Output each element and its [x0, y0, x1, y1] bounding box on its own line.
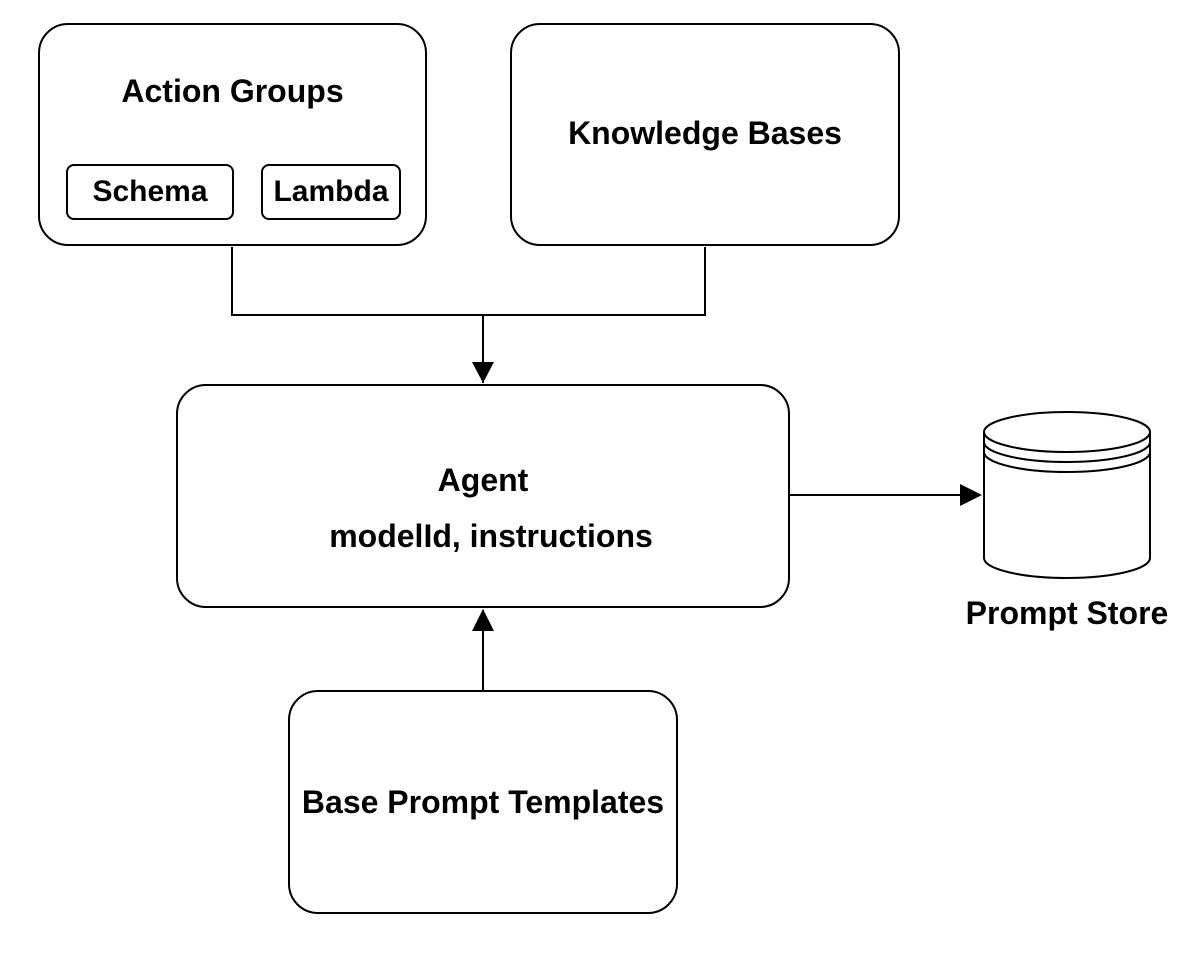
action-groups-box[interactable]: Action Groups Schema Lambda: [38, 23, 427, 246]
base-prompt-templates-title: Base Prompt Templates: [301, 784, 665, 820]
arrow-into-agent-top: [472, 362, 494, 383]
prompt-store-label: Prompt Store: [965, 595, 1169, 631]
base-prompt-templates-box[interactable]: Base Prompt Templates: [288, 690, 678, 914]
agent-subtitle: modelId, instructions: [329, 518, 653, 554]
knowledge-bases-box[interactable]: Knowledge Bases: [510, 23, 900, 246]
edge-knowledge-bases-to-junction: [483, 247, 706, 316]
edge-action-groups-to-junction: [231, 247, 483, 316]
agent-title: Agent: [437, 462, 529, 498]
agent-box[interactable]: Agent modelId, instructions: [176, 384, 790, 608]
knowledge-bases-title: Knowledge Bases: [568, 115, 842, 151]
action-groups-title: Action Groups: [121, 73, 344, 109]
arrow-into-prompt-store: [960, 484, 982, 506]
schema-chip[interactable]: Schema: [66, 164, 234, 220]
lambda-chip[interactable]: Lambda: [261, 164, 401, 220]
arrow-into-agent-bottom: [472, 609, 494, 631]
database-cylinder-icon: [983, 411, 1151, 579]
